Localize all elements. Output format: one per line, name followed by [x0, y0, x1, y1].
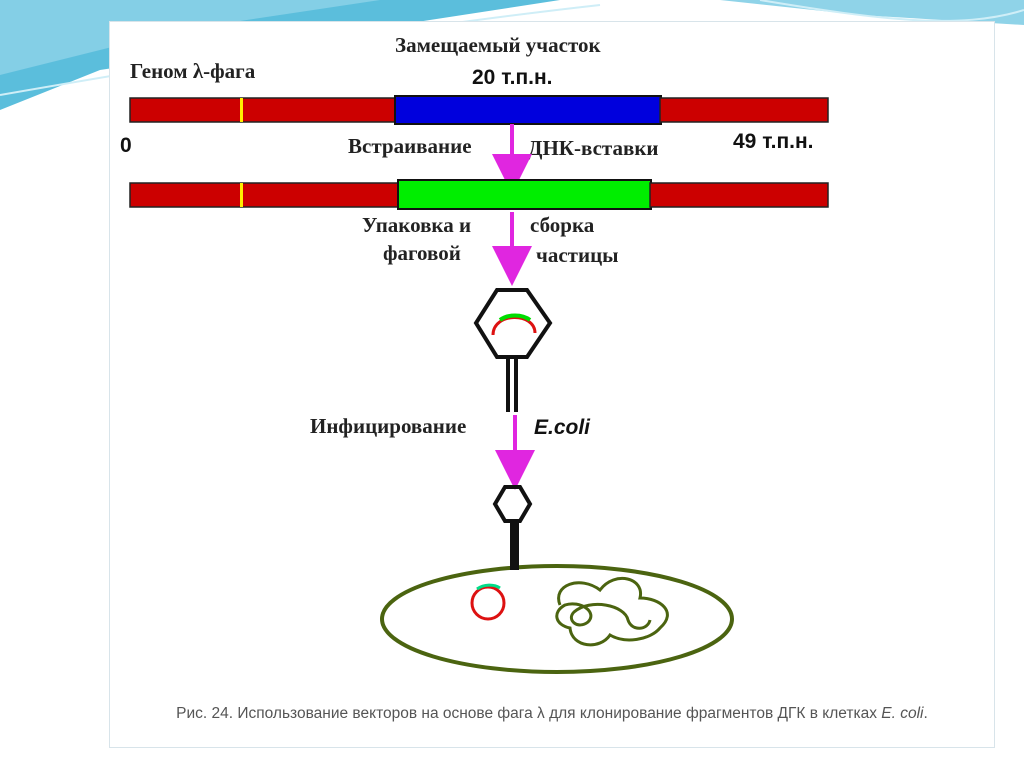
attached-phage-tail [510, 521, 519, 570]
recombinant-genome-bar [129, 179, 829, 210]
injected-insert-segment [476, 583, 501, 591]
lambda-genome-bar [129, 95, 829, 125]
insertion-label-left: Встраивание [348, 134, 472, 158]
cos-marker [240, 98, 243, 122]
phage-particle [473, 288, 553, 412]
attached-phage-head [492, 485, 533, 523]
injected-dna-circle [470, 585, 506, 621]
top-right-wave-line [759, 0, 1024, 22]
end-position-label: 49 т.п.н. [733, 130, 814, 153]
bacterial-chromosome [555, 577, 669, 647]
caption-end: . [923, 705, 928, 722]
replaced-region-label: Замещаемый участок [395, 33, 602, 57]
phage-head [473, 288, 553, 359]
packaging-label-line1-right: сборка [530, 213, 595, 237]
packaging-label-line2-right: частицы [536, 243, 619, 267]
left-arm [129, 97, 398, 123]
packaging-label-line2-left: фаговой [383, 241, 461, 265]
right-arm [659, 97, 829, 123]
host-label: E.coli [534, 416, 591, 439]
right-arm-recombinant [649, 182, 829, 208]
start-position-label: 0 [120, 134, 132, 157]
left-arm-recombinant [129, 182, 401, 208]
slide-panel [110, 22, 994, 747]
infection-label: Инфицирование [310, 414, 466, 438]
cos-marker-recombinant [240, 183, 243, 207]
genome-label: Геном λ-фага [130, 59, 256, 83]
insertion-label-right: ДНК-вставки [528, 136, 659, 160]
packaging-label-line1-left: Упаковка и [362, 213, 471, 237]
figure-caption: Рис. 24. Использование векторов на основ… [110, 705, 994, 723]
ecoli-cell [380, 485, 734, 674]
stuffer-fragment [394, 95, 662, 125]
dna-insert-fragment [397, 179, 652, 210]
cell-membrane [380, 564, 734, 674]
replaced-size-label: 20 т.п.н. [472, 66, 553, 89]
caption-italic: E. coli [881, 705, 924, 722]
caption-main: Рис. 24. Использование векторов на основ… [176, 705, 882, 722]
attached-phage [492, 485, 533, 570]
top-left-wave-light [0, 0, 380, 75]
packaged-dna-insert [498, 313, 532, 322]
